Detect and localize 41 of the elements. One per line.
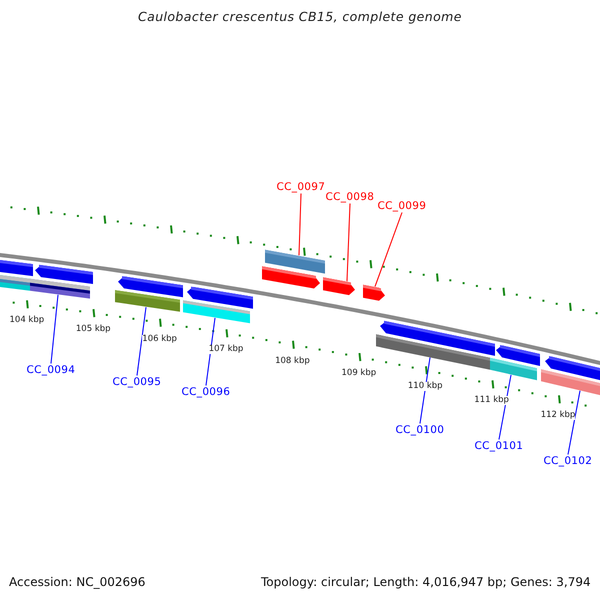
gene-label: CC_0095 (112, 376, 162, 387)
leader-line (298, 193, 302, 256)
leader-line (568, 390, 580, 455)
tick-label: 112 kbp (540, 411, 576, 420)
diagram-title: Caulobacter crescentus CB15, complete genome (138, 11, 462, 24)
feature-bar (30, 278, 90, 299)
gene-label: CC_0094 (26, 364, 76, 375)
tick-label: 108 kbp (275, 356, 310, 366)
gene-label: CC_0100 (396, 424, 444, 435)
tick-label: 105 kbp (76, 325, 111, 334)
feature-bar (183, 300, 250, 324)
gene-feature-block (0, 259, 33, 276)
accession-text: Accession: NC_002696 (9, 576, 146, 588)
genome-stats-text: Topology: circular; Length: 4,016,947 bp; Genes: 3,794 (261, 576, 591, 588)
gene-label: CC_0099 (378, 200, 426, 211)
gene-label: CC_0098 (326, 192, 374, 202)
tick-label: 106 kbp (142, 334, 177, 344)
leader-line (346, 203, 350, 282)
tick-label: 107 kbp (208, 345, 244, 354)
tick-label: 111 kbp (474, 396, 509, 405)
feature-bar (115, 290, 180, 312)
leader-line (374, 212, 402, 288)
tick-label: 110 kbp (408, 382, 443, 391)
gene-label: CC_0096 (182, 386, 230, 397)
gene-label: CC_0101 (474, 440, 524, 451)
gene-feature-block (323, 277, 355, 296)
tick-label: 109 kbp (342, 368, 376, 378)
feature-bar (0, 274, 30, 291)
feature-bar (490, 358, 537, 380)
leader-line (206, 317, 216, 386)
leader-line (136, 306, 146, 376)
tick-label: 104 kbp (10, 316, 44, 325)
gene-label: CC_0102 (544, 456, 592, 466)
gene-feature-block (363, 284, 385, 301)
leader-line (498, 374, 512, 440)
feature-bar (541, 369, 600, 398)
gene-label: CC_0097 (276, 182, 326, 192)
leader-line (50, 294, 58, 364)
leader-line (420, 357, 430, 424)
feature-bar (376, 334, 490, 370)
gene-feature-block (262, 266, 320, 288)
